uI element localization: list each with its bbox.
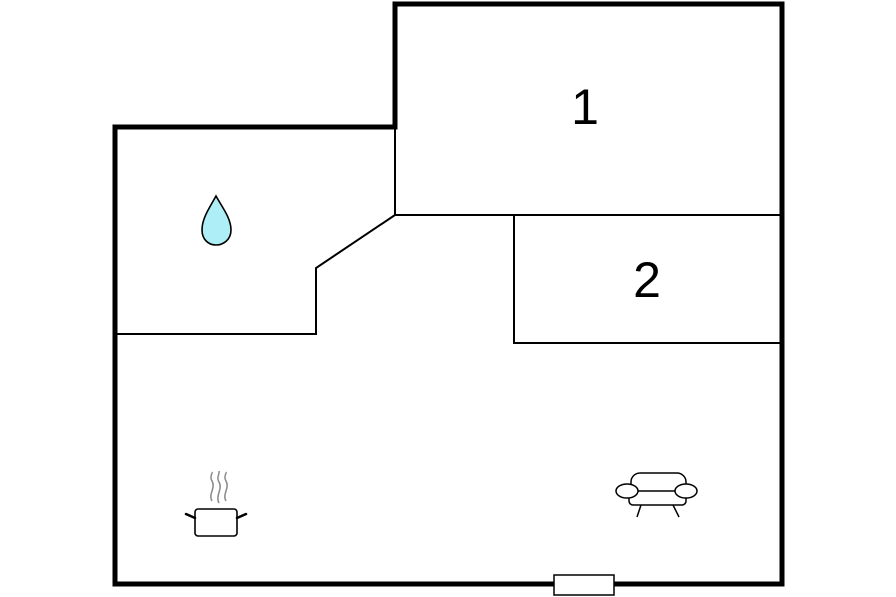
entrance-door-icon: [553, 574, 615, 596]
wall-room2: [513, 215, 782, 344]
room-1-label: 1: [571, 79, 599, 135]
exterior-walls: [112, 1, 785, 587]
water-drop-icon: [201, 194, 232, 246]
interior-walls: [115, 127, 782, 344]
room-2-label: 2: [633, 252, 661, 308]
sofa-icon: [615, 472, 698, 518]
wall-bathroom-diagonal: [115, 214, 396, 335]
cooking-pot-icon: [184, 470, 248, 537]
steam-icon: [210, 471, 214, 502]
